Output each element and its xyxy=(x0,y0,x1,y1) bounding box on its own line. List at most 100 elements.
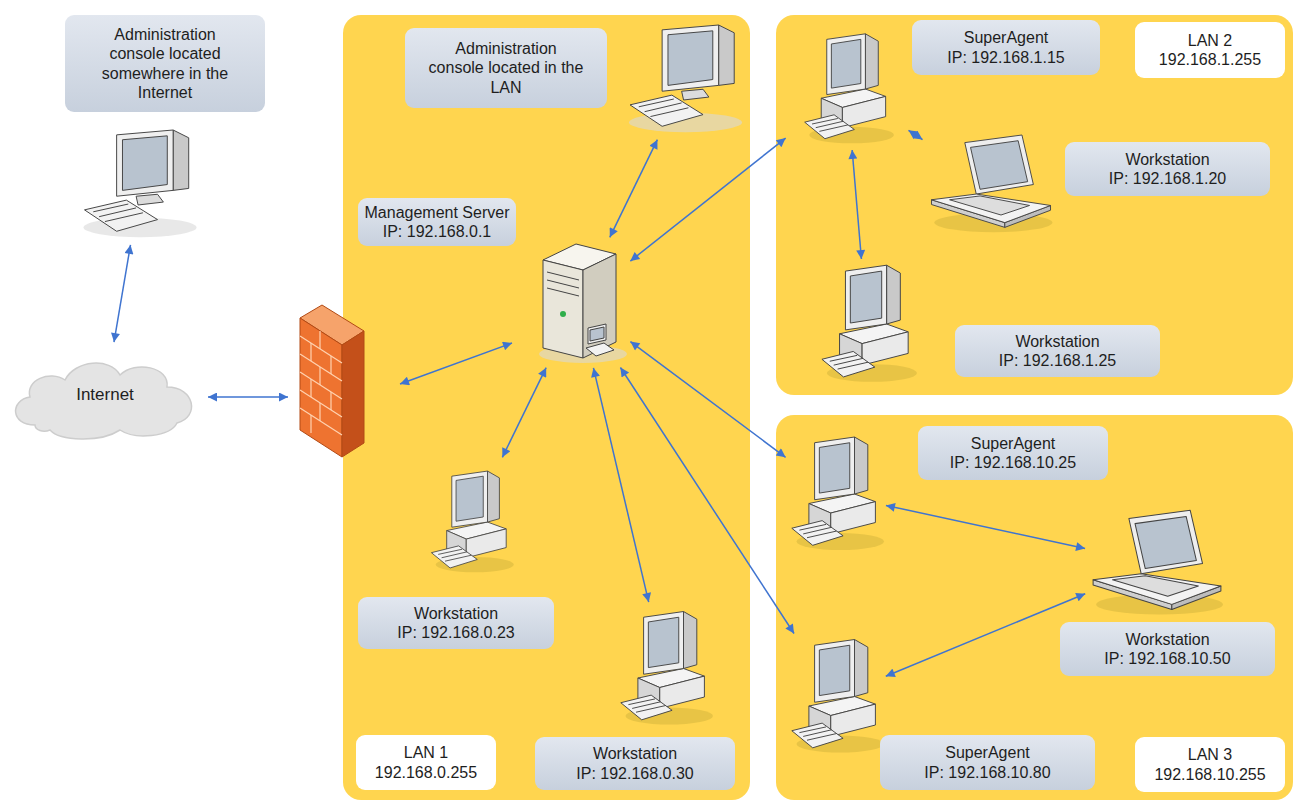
device-label-box: WorkstationIP: 192.168.1.25 xyxy=(955,325,1160,377)
node-label: IP: 192.168.1.25 xyxy=(999,351,1116,370)
icon-part xyxy=(547,272,579,280)
desktop-computer: SuperAgentIP: 192.168.10.80 xyxy=(788,636,883,758)
icon-part xyxy=(684,612,697,669)
device-label-box: Management ServerIP: 192.168.0.1 xyxy=(358,198,516,246)
desktop-computer: WorkstationIP: 192.168.0.23 xyxy=(428,460,513,585)
icon-part xyxy=(845,265,886,330)
icon-part xyxy=(842,96,885,127)
node-label: SuperAgent xyxy=(971,434,1056,453)
node-label: IP: 192.168.10.80 xyxy=(924,763,1050,782)
laptop-computer: WorkstationIP: 192.168.10.50 xyxy=(1088,510,1226,618)
node-label: Management Server xyxy=(365,203,510,222)
icon-part xyxy=(136,194,163,205)
icon-part xyxy=(831,39,860,88)
icon-part xyxy=(452,471,488,527)
icon-part xyxy=(1093,574,1221,605)
console-computer: Administration console located somewhere… xyxy=(78,130,203,242)
lan-region: SuperAgentIP: 192.168.10.25WorkstationIP… xyxy=(776,415,1293,800)
node-label: SuperAgent xyxy=(964,28,1049,47)
icon-part xyxy=(819,443,849,493)
icon-part xyxy=(862,332,908,365)
network-link xyxy=(208,396,288,398)
icon-part xyxy=(887,265,901,324)
desktop-icon xyxy=(428,460,513,585)
icon-part xyxy=(807,734,836,741)
device-label-box: WorkstationIP: 192.168.10.50 xyxy=(1060,622,1275,676)
node-label: 192.168.1.255 xyxy=(1159,50,1261,69)
icon-part xyxy=(682,89,709,100)
node-label: IP: 192.168.10.50 xyxy=(1104,649,1230,668)
icon-part xyxy=(560,311,566,317)
lan-region: Administration console located in the LA… xyxy=(343,15,750,800)
node-label: IP: 192.168.1.15 xyxy=(947,48,1064,67)
cloud-outline xyxy=(16,363,192,439)
node-label: Workstation xyxy=(1125,630,1209,649)
console-icon xyxy=(78,130,203,242)
desktop-computer: WorkstationIP: 192.168.1.25 xyxy=(818,262,916,387)
icon-part xyxy=(173,130,189,190)
node-label: IP: 192.168.1.20 xyxy=(1109,169,1226,188)
laptop-icon xyxy=(925,135,1057,235)
desktop-icon xyxy=(788,636,883,758)
node-label: IP: 192.168.10.25 xyxy=(950,453,1076,472)
icon-part xyxy=(971,141,1028,190)
icon-part xyxy=(719,25,735,85)
desktop-computer: SuperAgentIP: 192.168.10.25 xyxy=(788,432,883,557)
icon-part xyxy=(650,108,688,117)
icon-part xyxy=(815,640,855,703)
node-label: Workstation xyxy=(1015,332,1099,351)
icon-part xyxy=(488,471,500,522)
icon-part xyxy=(819,645,849,695)
internet-cloud: Internet xyxy=(5,345,205,445)
node-label: LAN 2 xyxy=(1188,31,1232,50)
desktop-icon xyxy=(788,32,906,147)
icon-part xyxy=(445,555,471,561)
icon-part xyxy=(621,695,672,720)
network-link xyxy=(114,245,130,342)
management-server: Management ServerIP: 192.168.0.1 xyxy=(528,240,628,365)
icon-part xyxy=(831,502,876,534)
node-label: 192.168.0.255 xyxy=(375,763,477,782)
node-label: Administration console located somewhere… xyxy=(85,25,245,102)
node-label: Workstation xyxy=(414,604,498,623)
icon-part xyxy=(1129,510,1203,573)
node-label: Workstation xyxy=(593,744,677,763)
icon-part xyxy=(850,271,881,323)
icon-part xyxy=(122,136,167,191)
node-label: SuperAgent xyxy=(945,743,1030,762)
lan-region: SuperAgentIP: 192.168.1.15WorkstationIP:… xyxy=(776,15,1293,395)
icon-part xyxy=(431,546,477,568)
icon-part xyxy=(85,200,158,231)
lan-title-box: LAN 2192.168.1.255 xyxy=(1135,22,1285,78)
icon-part xyxy=(547,280,579,288)
node-label: LAN 1 xyxy=(404,743,448,762)
lan-title-box: LAN 3192.168.10.255 xyxy=(1135,737,1285,792)
icon-part xyxy=(644,612,684,675)
icon-part xyxy=(662,25,718,91)
desktop-icon xyxy=(818,262,916,387)
node-label: IP: 192.168.0.1 xyxy=(383,222,492,241)
icon-part xyxy=(630,95,703,126)
icon-part xyxy=(590,327,604,341)
lan-title-box: LAN 1192.168.0.255 xyxy=(356,735,496,790)
icon-part xyxy=(822,351,875,376)
icon-part xyxy=(855,640,868,697)
server-icon xyxy=(528,240,628,365)
node-label: IP: 192.168.0.30 xyxy=(576,764,693,783)
icon-part xyxy=(815,437,855,500)
firewall-front xyxy=(300,318,342,457)
icon-part xyxy=(838,362,868,369)
icon-part xyxy=(965,135,1034,194)
icon-part xyxy=(105,213,143,222)
icon-part xyxy=(792,723,843,748)
laptop-icon xyxy=(1088,510,1226,618)
icon-part xyxy=(583,254,616,358)
node-label: Workstation xyxy=(1125,150,1209,169)
icon-part xyxy=(950,196,1030,215)
icon-part xyxy=(805,115,855,139)
icon-part xyxy=(543,260,583,358)
icon-part xyxy=(831,704,876,736)
icon-part xyxy=(855,437,868,494)
node-label: 192.168.10.255 xyxy=(1154,765,1265,784)
